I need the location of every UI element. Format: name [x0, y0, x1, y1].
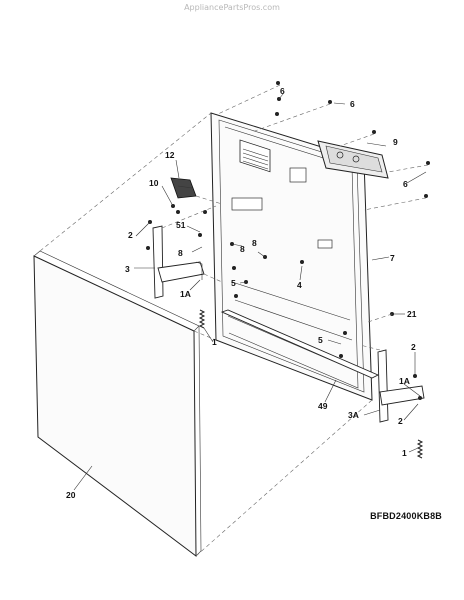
callout-3A: 3A — [348, 410, 359, 420]
callout-9: 9 — [393, 137, 398, 147]
callout-4: 4 — [297, 280, 302, 290]
callout-21: 21 — [407, 309, 417, 319]
callout-6: 6 — [403, 179, 408, 189]
inner-door-frame — [210, 112, 373, 401]
leader-lines — [73, 93, 427, 491]
callout-2: 2 — [128, 230, 133, 240]
callout-8: 8 — [178, 248, 183, 258]
watermark-text: AppliancePartsPros.com — [184, 3, 280, 12]
model-number: BFBD2400KB8B — [370, 511, 442, 521]
callout-8: 8 — [240, 244, 245, 254]
callout-51: 51 — [176, 220, 186, 230]
callout-6: 6 — [280, 86, 285, 96]
outer-door-panel — [33, 250, 202, 558]
callout-49: 49 — [318, 401, 328, 411]
door-latch-assembly — [170, 177, 197, 199]
left-hinge-bracket — [152, 225, 205, 299]
hinge-spring-right — [416, 439, 424, 459]
bottom-door-trim — [220, 309, 380, 379]
callout-20: 20 — [66, 490, 76, 500]
callout-1: 1 — [402, 448, 407, 458]
callout-3: 3 — [125, 264, 130, 274]
callout-8: 8 — [252, 238, 257, 248]
control-panel-module — [317, 140, 389, 179]
callout-7: 7 — [390, 253, 395, 263]
callout-2: 2 — [398, 416, 403, 426]
callout-1: 1 — [212, 337, 217, 347]
callout-labels: 6 6 6 9 12 10 2 51 8 8 8 3 1A 5 4 7 21 1… — [66, 86, 417, 500]
callout-5: 5 — [318, 335, 323, 345]
callout-1A: 1A — [399, 376, 410, 386]
callout-5: 5 — [231, 278, 236, 288]
callout-12: 12 — [165, 150, 175, 160]
callout-2: 2 — [411, 342, 416, 352]
assembly-guide-lines — [39, 84, 429, 557]
callout-6: 6 — [350, 99, 355, 109]
callout-10: 10 — [149, 178, 159, 188]
callout-1A: 1A — [180, 289, 191, 299]
right-hinge-bracket — [377, 349, 425, 423]
hinge-spring-left — [198, 309, 206, 329]
